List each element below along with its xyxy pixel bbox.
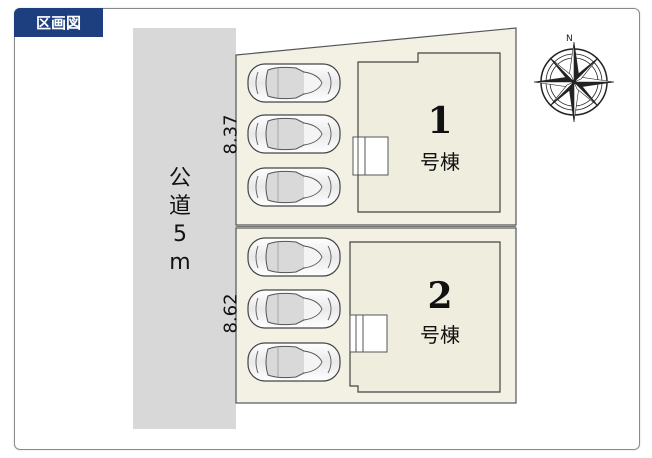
- entrance-steps-1: [352, 136, 389, 176]
- lot-1-frontage-dimension: 8.37: [220, 114, 242, 155]
- road-label: 公 道 5 m: [160, 165, 200, 277]
- lot-2-name: 号棟: [420, 323, 460, 347]
- lot-1-number: 1: [427, 100, 453, 142]
- parked-car-icon: [247, 114, 341, 154]
- entrance-steps-2: [349, 314, 388, 353]
- road-label-char: 5: [173, 222, 187, 247]
- lot-2-frontage-dimension: 8.62: [220, 293, 242, 334]
- road-label-char: 道: [168, 194, 191, 219]
- lot-2-number: 2: [427, 275, 453, 317]
- building-2: [349, 241, 501, 393]
- lot-1-name: 号棟: [420, 150, 460, 174]
- compass-north-label: N: [566, 34, 573, 44]
- compass-rose-icon: [533, 41, 615, 123]
- parked-car-icon: [247, 289, 341, 329]
- road-label-char: 公: [168, 166, 191, 191]
- public-road: [133, 28, 236, 429]
- parked-car-icon: [247, 237, 341, 277]
- parked-car-icon: [247, 342, 341, 382]
- parked-car-icon: [247, 167, 341, 207]
- building-1: [357, 52, 501, 213]
- parked-car-icon: [247, 63, 341, 103]
- section-title-tag: 区画図: [14, 8, 103, 37]
- road-label-char: m: [169, 250, 191, 275]
